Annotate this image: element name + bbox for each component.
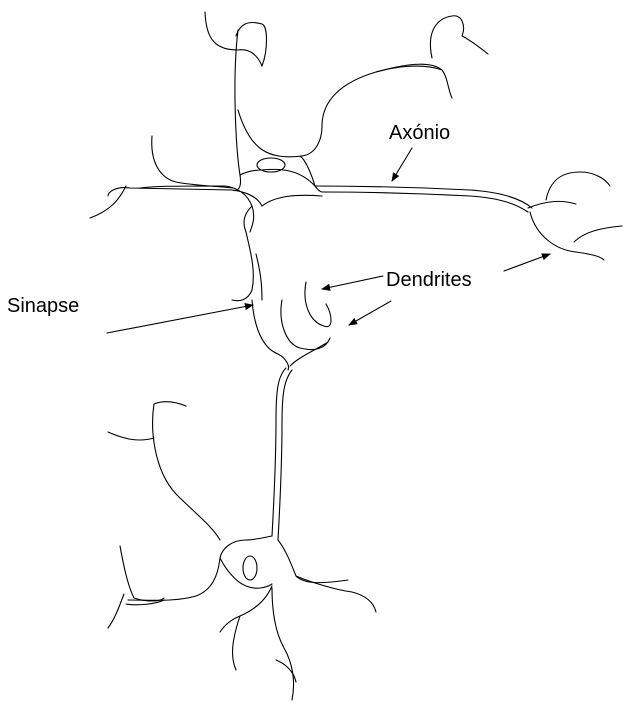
synapse-dendrite-3 <box>304 281 332 328</box>
terminal-branch-2 <box>545 171 611 201</box>
terminal-branch-3 <box>529 211 605 261</box>
upper-neuron <box>89 11 489 302</box>
lower-dendrite-7 <box>295 575 377 613</box>
lower-dendrite-8 <box>219 585 273 633</box>
upper-dendrite-3 <box>151 135 233 189</box>
upper-axon-line-a <box>314 185 533 209</box>
upper-dendrite-8 <box>255 253 263 301</box>
synapse-arrow <box>106 302 254 334</box>
lower-nucleus <box>242 555 258 581</box>
lower-dendrite-10 <box>271 587 295 701</box>
synapse-label: Sinapse <box>7 295 80 317</box>
axon-label: Axónio <box>389 122 451 144</box>
synapse-dendrite-2 <box>280 299 331 351</box>
lower-dendrite-3 <box>107 431 155 441</box>
dendrites-arrow-right <box>503 253 551 272</box>
upper-dendrite-4 <box>89 185 127 219</box>
upper-dendrite-2 <box>235 21 268 67</box>
lower-dendrite-11 <box>275 659 297 683</box>
lower-axon-line-a <box>271 367 287 537</box>
upper-axon <box>314 185 533 213</box>
upper-dendrite-5 <box>430 15 489 59</box>
upper-soma-edge <box>239 168 323 207</box>
upper-dendrite-6 <box>375 65 443 73</box>
dendrites-label: Dendrites <box>386 269 472 291</box>
dendrites-arrow-lower <box>348 300 392 326</box>
synapse-region <box>251 281 332 371</box>
label-arrows <box>106 147 551 334</box>
upper-dendrite-1 <box>204 11 263 67</box>
lower-dendrite-5 <box>107 593 125 629</box>
upper-cell-body <box>107 29 263 233</box>
axon-terminal <box>527 171 623 261</box>
upper-dendrite-7 <box>231 205 254 302</box>
terminal-branch-1 <box>527 200 577 209</box>
lower-dendrite-6 <box>125 599 165 606</box>
lower-dendrite-9 <box>231 615 241 671</box>
lower-dendrite-4 <box>119 545 165 602</box>
lower-dendrite-2 <box>152 403 221 541</box>
lower-dendrite-1 <box>153 401 187 407</box>
dendrites-arrow-left <box>321 275 384 291</box>
terminal-branch-4 <box>573 225 623 243</box>
lower-axon-line-b <box>277 369 293 541</box>
axon-arrow <box>391 147 413 182</box>
synapse-dendrite-1 <box>251 299 290 371</box>
lower-neuron <box>107 401 377 701</box>
lower-soma-edge <box>219 557 273 589</box>
lower-cell-body <box>127 535 349 601</box>
lower-axon <box>271 367 293 541</box>
synapse-dendrite-4 <box>289 341 329 367</box>
upper-axon-line-b <box>321 191 529 213</box>
upper-nucleus <box>256 157 286 173</box>
